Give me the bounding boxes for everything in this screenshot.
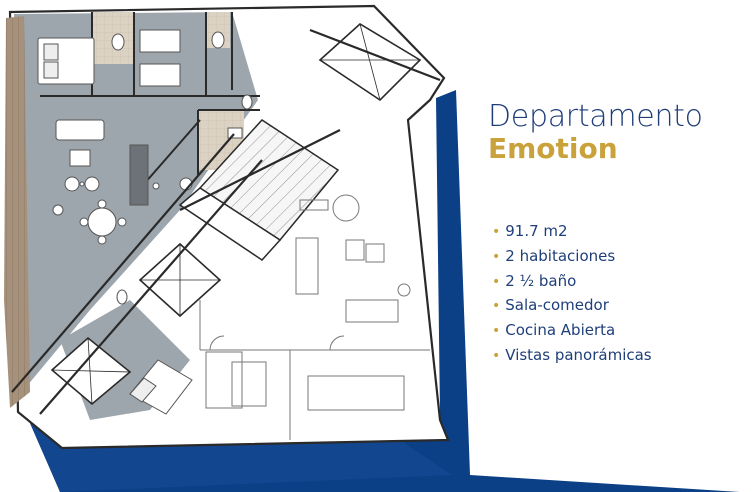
list-item: •2 habitaciones (492, 246, 616, 265)
list-item: •91.7 m2 (492, 222, 568, 240)
list-item: •2 ½ baño (492, 271, 577, 290)
terrace-deck (4, 16, 30, 408)
feature-list: •91.7 m2 •2 habitaciones •2 ½ baño •Sala… (492, 220, 652, 369)
title-block: Departamento Emotion (488, 100, 750, 166)
gold-dot-icon: • (492, 273, 501, 290)
gold-dot-icon: • (492, 224, 501, 240)
elevator-shafts (50, 23, 422, 406)
page-title: Departamento (488, 99, 703, 134)
page-subtitle: Emotion (488, 132, 618, 165)
gold-dot-icon: • (492, 248, 501, 265)
gold-dot-icon: • (492, 347, 501, 364)
bath-fixtures (111, 31, 253, 305)
list-item: •Vistas panorámicas (492, 345, 652, 364)
bedroom-furniture (37, 29, 181, 87)
neighbor-unit (199, 194, 430, 440)
corridor-walls (11, 28, 441, 415)
gold-dot-icon: • (492, 323, 501, 340)
list-item: •Sala-comedor (492, 296, 609, 315)
list-item: •Cocina Abierta (492, 321, 616, 340)
gold-dot-icon: • (492, 298, 501, 315)
lower-bedroom (129, 359, 193, 415)
interior-walls (40, 12, 260, 201)
living-furniture (52, 119, 193, 245)
